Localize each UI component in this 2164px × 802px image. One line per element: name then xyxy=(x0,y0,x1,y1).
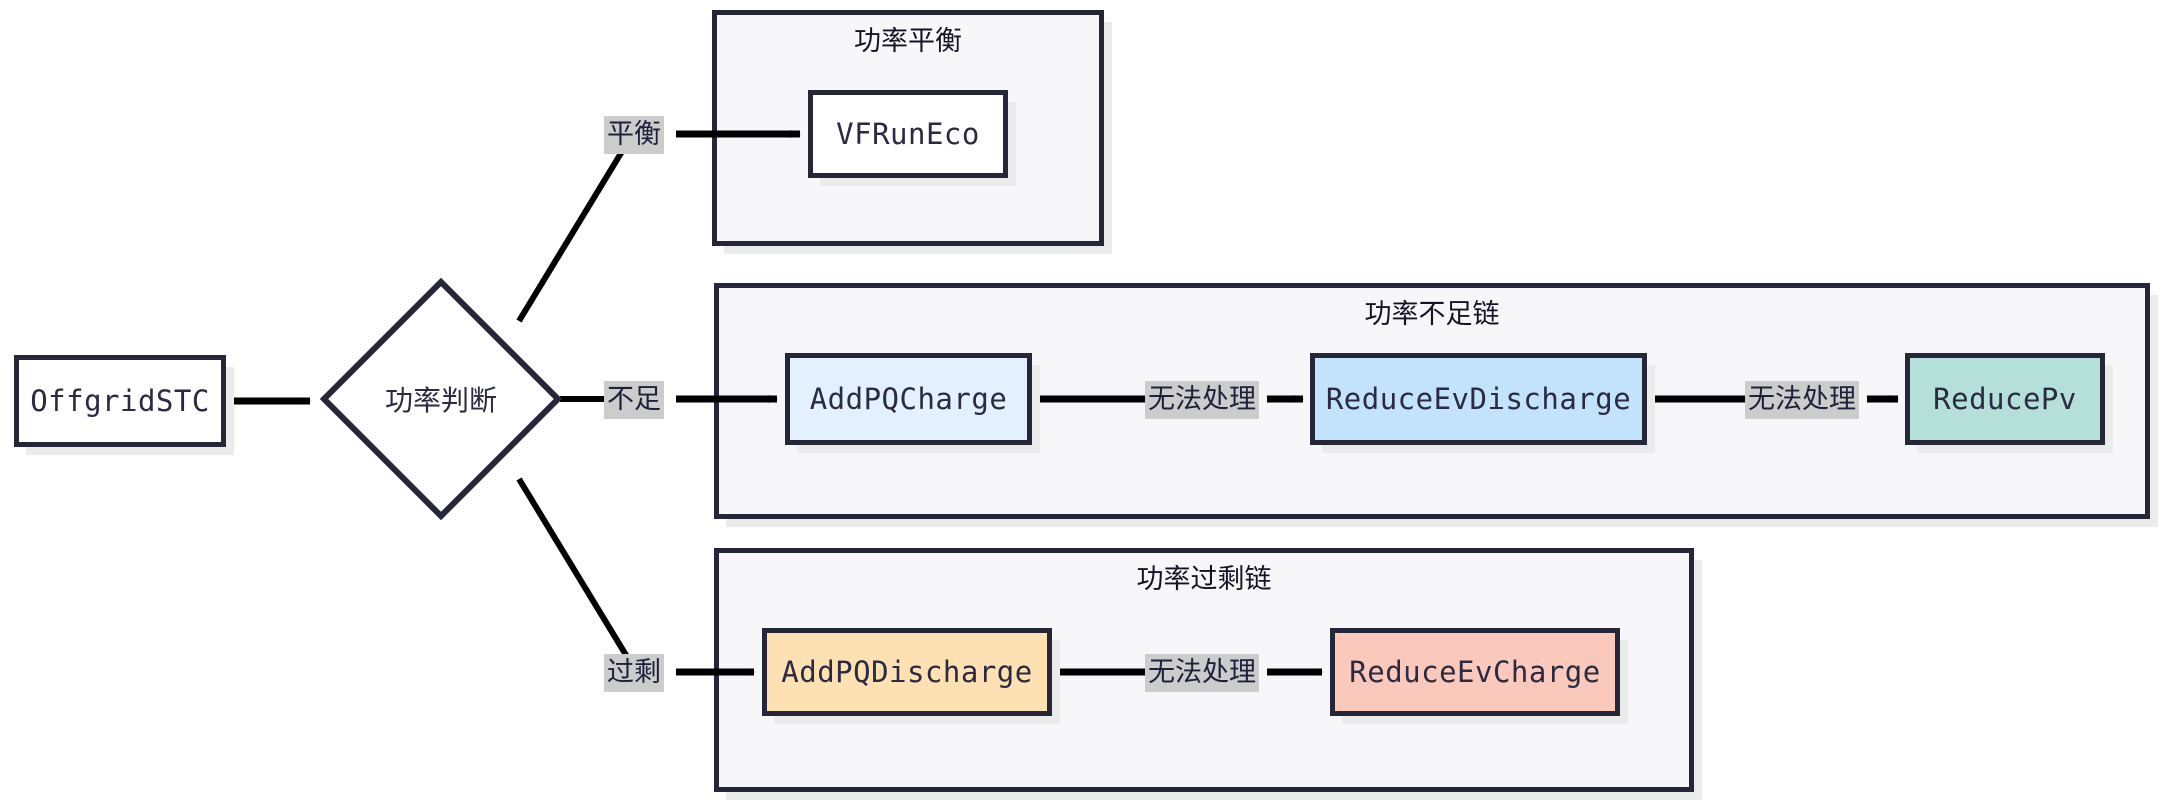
edge-label-surplus: 过剩 xyxy=(604,654,664,692)
node-addpqdischarge[interactable]: AddPQDischarge xyxy=(762,628,1052,716)
subgraph-title-balance: 功率平衡 xyxy=(854,26,962,57)
edge-label-surplus-fallback-1: 无法处理 xyxy=(1145,654,1259,692)
subgraph-title-surplus: 功率过剩链 xyxy=(1136,564,1272,595)
node-reduceevdischarge[interactable]: ReduceEvDischarge xyxy=(1310,353,1647,445)
edge-label-balance: 平衡 xyxy=(604,116,664,154)
node-reducepv[interactable]: ReducePv xyxy=(1905,353,2105,445)
node-power-decision[interactable]: 功率判断 xyxy=(320,278,562,520)
subgraph-balance-chain: 功率平衡 xyxy=(712,10,1104,246)
subgraph-title-deficit: 功率不足链 xyxy=(1364,299,1500,330)
node-vfruneco[interactable]: VFRunEco xyxy=(808,90,1008,178)
node-reduceevcharge[interactable]: ReduceEvCharge xyxy=(1330,628,1620,716)
node-power-decision-label: 功率判断 xyxy=(384,384,497,417)
node-offgridstc[interactable]: OffgridSTC xyxy=(14,355,226,447)
edge-label-deficit-fallback-1: 无法处理 xyxy=(1145,381,1259,419)
edge-label-deficit: 不足 xyxy=(604,381,664,419)
node-addpqcharge[interactable]: AddPQCharge xyxy=(785,353,1032,445)
edge-label-deficit-fallback-2: 无法处理 xyxy=(1745,381,1859,419)
